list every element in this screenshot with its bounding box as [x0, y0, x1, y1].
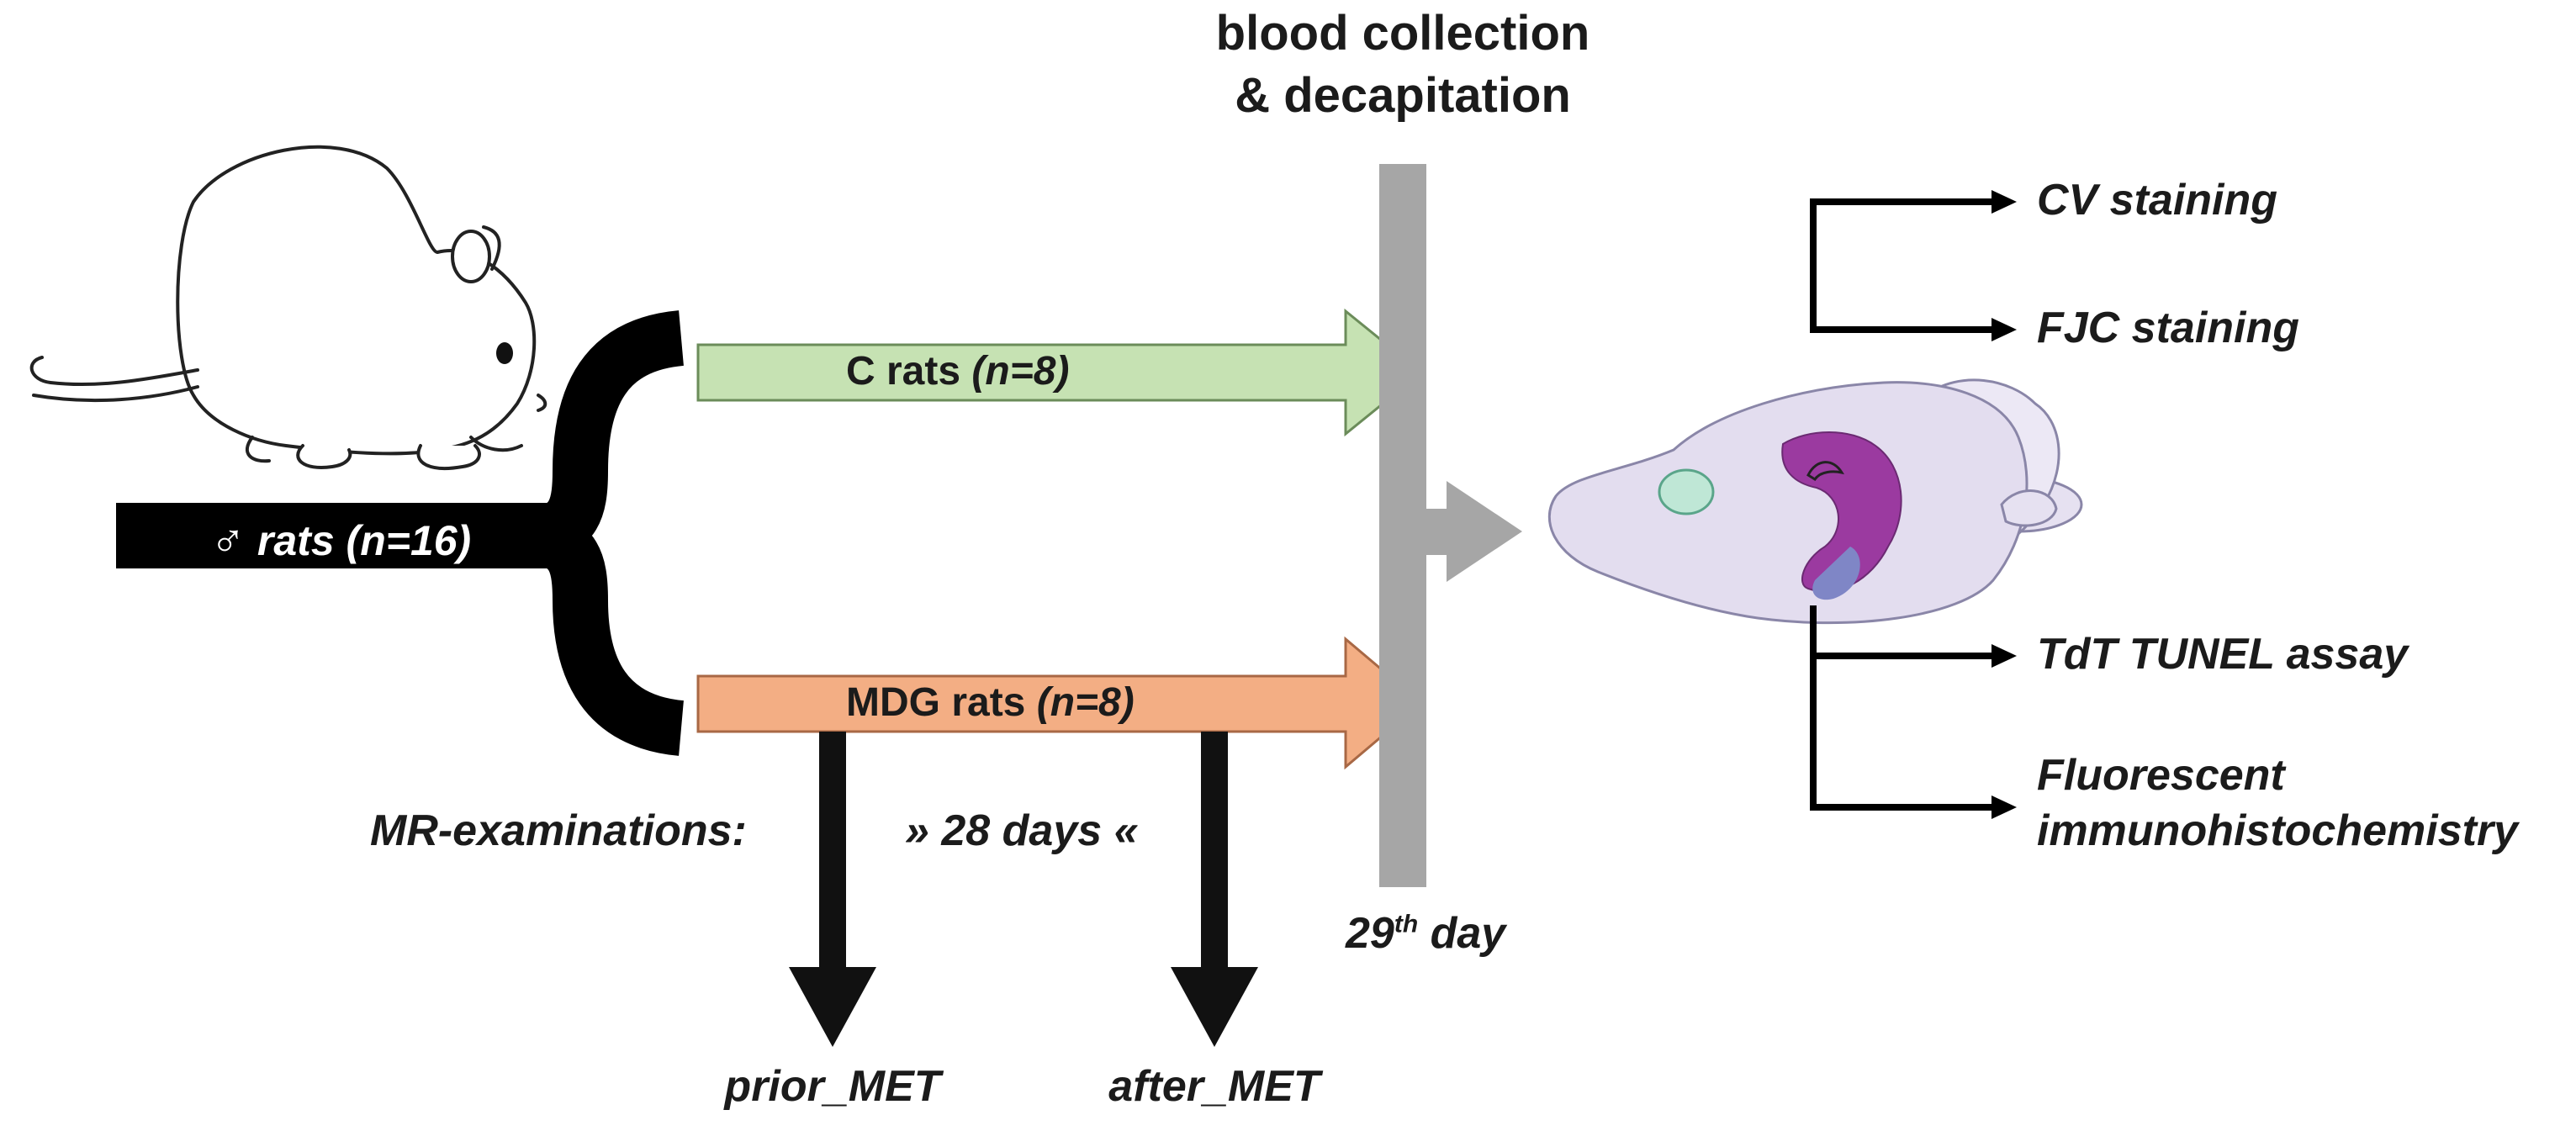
analysis-cv-staining: CV staining: [2037, 176, 2278, 225]
male-symbol: ♂: [210, 512, 246, 565]
header-line-1: blood collection: [1215, 6, 1590, 61]
rat-icon: [29, 145, 547, 471]
mr-arrow-prior: [789, 732, 876, 1047]
control-group-label: C rats (n=8): [846, 349, 1070, 394]
after-met-label: after_MET: [1108, 1062, 1320, 1111]
endpoint-bar: [1379, 164, 1426, 887]
mr-examinations-label: MR-examinations:: [370, 806, 747, 855]
interval-label: » 28 days «: [905, 806, 1139, 855]
analysis-immuno-line-2: immunohistochemistry: [2037, 806, 2519, 855]
split-bracket: [457, 310, 685, 756]
mr-arrow-after: [1171, 732, 1258, 1047]
brain-icon: [1547, 378, 2083, 625]
endpoint-day-label: 29th day: [1346, 909, 1506, 958]
mdg-group-label: MDG rats (n=8): [846, 680, 1135, 725]
analysis-tunel-assay: TdT TUNEL assay: [2037, 630, 2409, 679]
start-label: ♂ rats (n=16): [210, 512, 472, 565]
analysis-immuno-line-1: Fluorescent: [2037, 751, 2285, 800]
analysis-fjc-staining: FJC staining: [2037, 304, 2300, 352]
endpoint-arrow: [1426, 481, 1522, 582]
header-line-2: & decapitation: [1235, 68, 1571, 123]
analysis-branches: [1810, 190, 2017, 819]
prior-met-label: prior_MET: [724, 1062, 941, 1111]
